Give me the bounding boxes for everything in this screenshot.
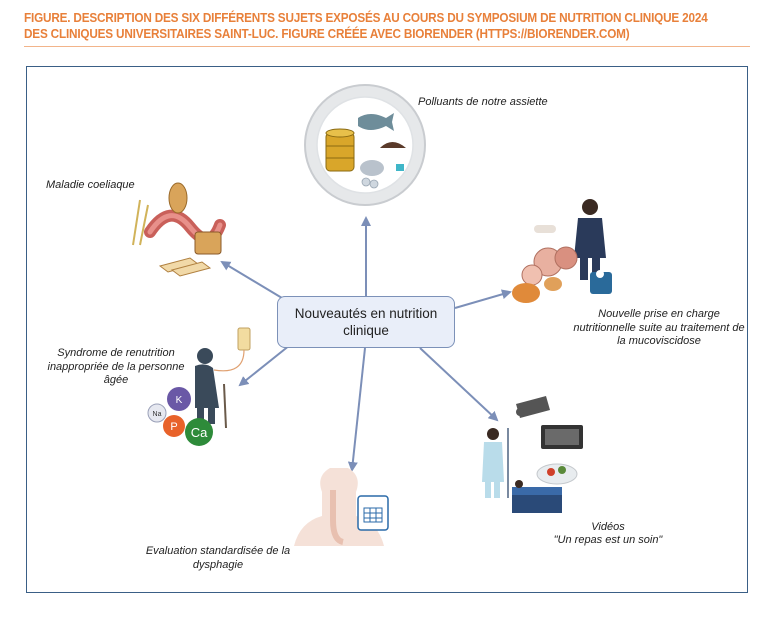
central-topic-box: Nouveautés en nutrition clinique xyxy=(277,296,455,348)
label-polluants: Polluants de notre assiette xyxy=(418,96,548,108)
label-dysphagie: Evaluation standardisée de la dysphagie xyxy=(145,545,291,571)
arrow-mucoviscidose xyxy=(454,289,512,309)
plate-illustration xyxy=(304,84,426,206)
elderly-electrolytes-illustration: K Na P Ca xyxy=(147,327,251,446)
dysphagia-illustration xyxy=(294,468,389,546)
label-renutrition: Syndrome de renutrition inappropriée de … xyxy=(47,347,185,386)
figure-caption: FIGURE. DESCRIPTION DES SIX DIFFÉRENTS S… xyxy=(24,11,708,41)
arrow-dysphagie xyxy=(347,347,366,472)
electrolyte-na-label: Na xyxy=(153,411,162,418)
cystic-fibrosis-illustration xyxy=(512,199,612,303)
label-mucoviscidose: Nouvelle prise en charge nutritionnelle … xyxy=(573,308,745,347)
electrolyte-ca-label: Ca xyxy=(191,425,208,440)
label-videos-subtitle: "Un repas est un soin" xyxy=(553,534,663,546)
central-topic-label: Nouveautés en nutrition clinique xyxy=(294,306,438,338)
label-maladie-coeliaque: Maladie coeliaque xyxy=(46,179,135,191)
arrow-renutrition xyxy=(238,344,291,387)
electrolyte-p-label: P xyxy=(170,421,177,433)
video-hospital-illustration xyxy=(482,396,583,513)
label-videos-title: Vidéos xyxy=(591,521,625,533)
caption-divider xyxy=(24,46,750,47)
arrow-coeliaque xyxy=(220,260,283,299)
arrow-videos xyxy=(419,347,499,422)
connector-arrows xyxy=(220,216,512,472)
gluten-intestine-illustration xyxy=(132,182,226,277)
figure-frame xyxy=(26,66,748,593)
electrolyte-k-label: K xyxy=(176,395,183,406)
